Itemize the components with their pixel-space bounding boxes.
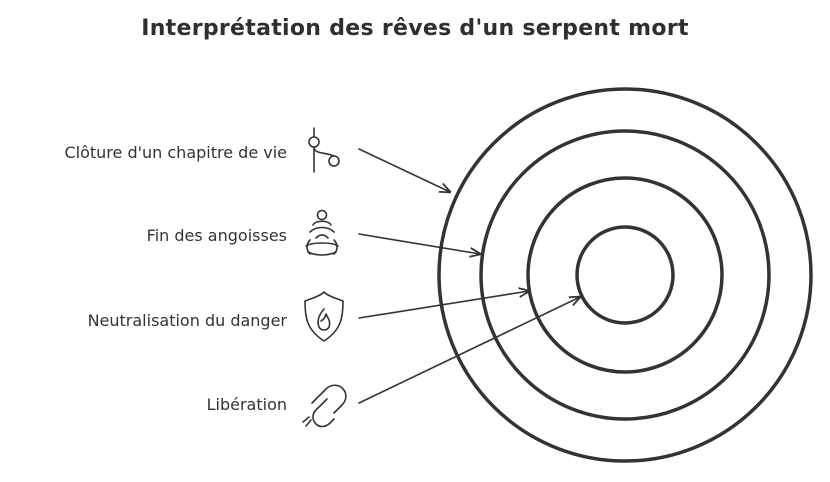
arrow-3 [358,291,529,319]
arrow-1 [358,148,450,192]
arrow-2 [358,233,480,254]
ring-second [479,129,771,421]
item-label-3: Neutralisation du danger [88,311,288,330]
ring-inner [575,225,675,325]
connector-arrows [358,148,580,404]
diagram-title: Interprétation des rêves d'un serpent mo… [141,16,689,41]
concentric-rings [437,87,813,463]
meditation-icon [305,209,339,256]
shield-flame-icon [304,291,344,342]
ring-third [526,176,724,374]
item-label-4: Libération [207,395,287,414]
broken-chain-icon [302,384,347,428]
item-label-1: Clôture d'un chapitre de vie [64,143,287,162]
git-branch-icon [308,127,340,173]
item-label-2: Fin des angoisses [147,226,287,245]
ring-outer [437,87,813,463]
arrow-4 [358,297,580,404]
